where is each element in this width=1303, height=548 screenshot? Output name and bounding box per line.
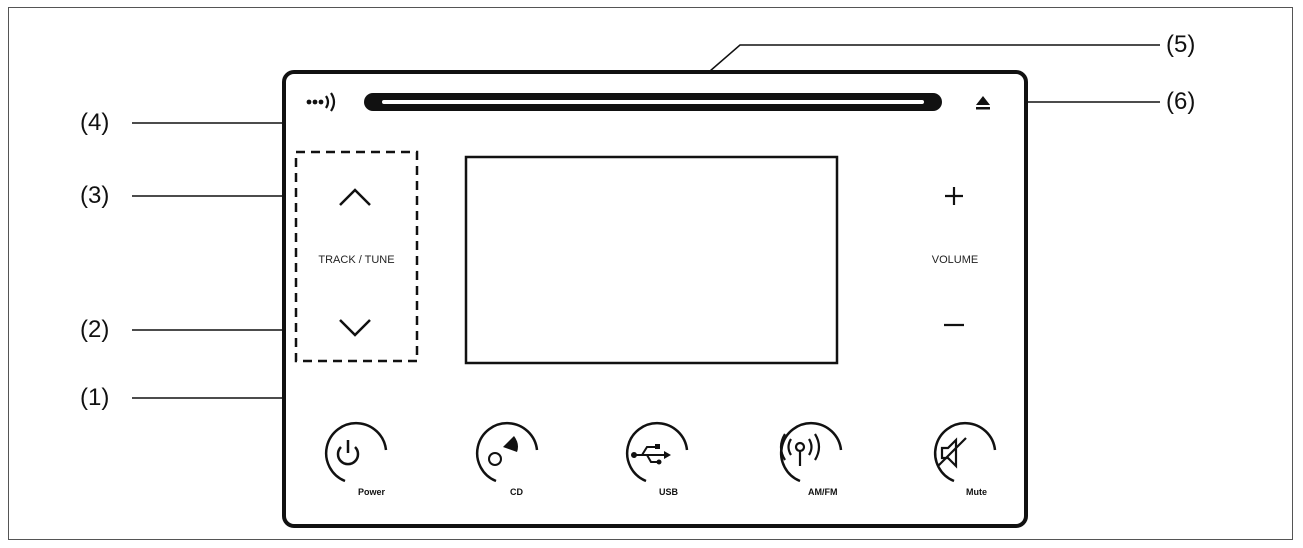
mute-icon [937, 437, 967, 469]
power-button[interactable]: Power [358, 487, 385, 497]
track-down-button[interactable] [339, 319, 371, 337]
cd-slot[interactable] [364, 93, 942, 111]
mute-button-ring [933, 421, 997, 483]
display-screen [464, 155, 839, 365]
usb-button-label: USB [659, 487, 679, 497]
callout-5: (5) [1166, 31, 1196, 58]
radio-button-ring [779, 421, 843, 483]
am-fm-button-label: AM/FM [808, 487, 838, 497]
callout-6: (6) [1166, 88, 1196, 115]
cd-icon [488, 436, 518, 466]
chevron-up-icon [339, 188, 371, 206]
usb-button-ring [625, 421, 689, 483]
callout-3: (3) [80, 182, 110, 209]
cd-button-ring [475, 421, 539, 483]
mute-button[interactable]: Mute [966, 487, 987, 497]
power-icon [336, 440, 360, 466]
callout-2: (2) [80, 316, 110, 343]
mute-button-label: Mute [966, 487, 987, 497]
am-fm-button[interactable]: AM/FM [808, 487, 838, 497]
track-up-button[interactable] [339, 188, 371, 206]
cd-button[interactable]: CD [510, 487, 523, 497]
diagram-frame [8, 7, 1293, 540]
radio-icon [779, 433, 821, 466]
power-button-ring [324, 421, 388, 483]
track-tune-label: TRACK / TUNE [318, 254, 395, 266]
power-button-label: Power [358, 487, 386, 497]
usb-button[interactable]: USB [659, 487, 678, 497]
track-tune-group [294, 150, 419, 363]
volume-label: VOLUME [931, 254, 979, 266]
callout-1: (1) [80, 384, 110, 411]
signal-indicator-icon [306, 92, 336, 112]
callout-4: (4) [80, 109, 110, 136]
eject-icon [976, 96, 990, 105]
usb-icon [631, 444, 671, 465]
eject-button[interactable] [976, 96, 990, 110]
chevron-down-icon [339, 319, 371, 337]
cd-button-label: CD [510, 487, 523, 497]
volume-up-button[interactable] [945, 187, 963, 205]
